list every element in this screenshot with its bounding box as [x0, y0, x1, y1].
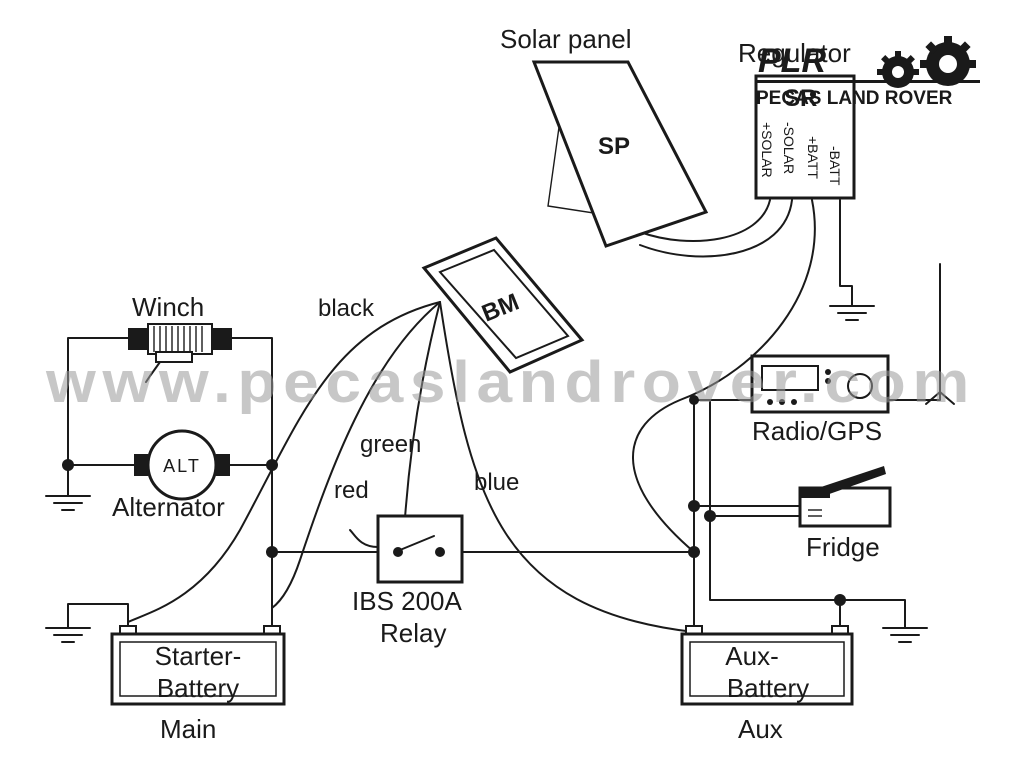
relay-contact-right [435, 547, 445, 557]
solar-panel-code: SP [598, 133, 630, 160]
terminal-plus-batt: +BATT [805, 136, 821, 179]
regulator-code: SR [784, 85, 817, 112]
battery-monitor: BM [421, 236, 585, 374]
winch-label: Winch [132, 292, 204, 322]
radio-knob-icon [847, 373, 873, 399]
winch-drum-coils [153, 326, 203, 352]
fridge-lid-icon [812, 466, 886, 498]
winch [128, 323, 232, 383]
brand-name: PECAS LAND ROVER [756, 88, 953, 109]
gear-icon [920, 36, 976, 86]
starter-battery-label-line1: Starter- [155, 641, 242, 671]
wire-label-red: red [334, 477, 369, 504]
junction-dots [62, 395, 846, 606]
alternator-label: Alternator [112, 492, 225, 522]
aux-label: Aux [738, 714, 783, 744]
solar-panel-face [531, 60, 709, 248]
wires [67, 199, 906, 633]
bm-red-wire [271, 301, 441, 609]
aux-battery-inner [689, 641, 845, 697]
antenna-mast [887, 263, 941, 401]
solar-panel-label: Solar panel [500, 24, 632, 54]
relay-label-line2: Relay [380, 618, 446, 648]
regulator-ground-wire [839, 199, 853, 307]
junction-dot [704, 510, 716, 522]
relay-label-line1: IBS 200A [352, 586, 463, 616]
ground-symbols [45, 305, 928, 643]
alternator-code: ALT [163, 456, 201, 476]
starter-battery: Starter- Battery [110, 625, 286, 706]
main-label: Main [160, 714, 216, 744]
junction-dot [834, 594, 846, 606]
junction-dot [689, 395, 699, 405]
alternator-body [146, 429, 218, 501]
junction-dot [62, 459, 74, 471]
winch-end-right [212, 328, 232, 350]
alternator-end-left [134, 454, 148, 476]
watermark-url: www.pecaslandrover.com [45, 350, 976, 415]
regulator-box [754, 74, 856, 200]
fridge-label: Fridge [806, 532, 880, 562]
brand-logo: PLR PECAS LAND ROVER [756, 36, 980, 109]
radio-gps [750, 263, 955, 414]
junction-dot [688, 546, 700, 558]
winch-end-left [128, 328, 148, 350]
brand-logo-mark: PLR [758, 42, 826, 80]
ground-icon [45, 627, 91, 643]
terminal-minus-batt: -BATT [827, 146, 843, 186]
alternator: ALT [134, 429, 230, 501]
alternator-end-right [216, 454, 230, 476]
junction-dot [688, 500, 700, 512]
junction-dot [266, 546, 278, 558]
ground-icon [882, 627, 928, 643]
bm-blue-wire [439, 301, 695, 633]
junction-dot [266, 459, 278, 471]
wire-label-green: green [360, 431, 421, 458]
radio-display [761, 365, 819, 391]
solar-lead-1 [639, 199, 771, 242]
aux-battery-body [680, 632, 854, 706]
starter-battery-label-line2: Battery [157, 673, 239, 703]
wire-label-black: black [318, 295, 375, 322]
regulator-batt-wire [632, 199, 816, 553]
terminal-plus-solar: +SOLAR [759, 122, 775, 178]
solar-lead-2 [639, 199, 793, 258]
ground-icon [829, 305, 875, 321]
starter-battery-body [110, 632, 286, 706]
bm-green-wire [404, 301, 441, 519]
wire-label-blue: blue [474, 469, 519, 496]
radio-gps-label: Radio/GPS [752, 416, 882, 446]
battery-monitor-screen [438, 248, 570, 360]
starter-ground-wire [67, 603, 129, 633]
aux-ground-return [709, 399, 906, 629]
ground-icon [45, 495, 91, 511]
regulator-label: Regulator [738, 38, 851, 68]
relay-switch-arm [399, 535, 435, 551]
fridge [798, 466, 892, 528]
antenna-base-icon [925, 391, 955, 405]
aux-battery: Aux- Battery [680, 625, 854, 706]
regulator: SR +SOLAR -SOLAR +BATT -BATT [754, 74, 856, 200]
aux-battery-label-line1: Aux- [725, 641, 778, 671]
aux-battery-label-line2: Battery [727, 673, 809, 703]
winch-hook [145, 361, 161, 383]
terminal-minus-solar: -SOLAR [781, 122, 797, 174]
bm-black-wire [127, 301, 441, 623]
ibs-relay [376, 514, 464, 584]
starter-battery-inner [119, 641, 277, 697]
solar-panel: SP [531, 60, 709, 248]
relay-box [376, 514, 464, 584]
relay-red-tag [349, 529, 379, 548]
winch-base [155, 351, 193, 363]
